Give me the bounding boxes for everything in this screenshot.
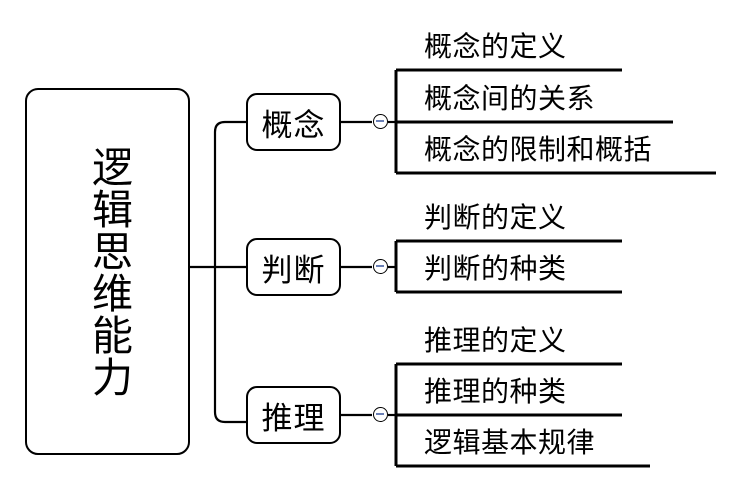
branch-node-concept[interactable]: 概念 <box>246 93 341 151</box>
leaf-node-1-1[interactable]: 概念的定义 <box>424 30 567 63</box>
leaf-node-1-2[interactable]: 概念间的关系 <box>424 82 596 115</box>
minus-icon <box>376 265 384 267</box>
branch-node-reasoning[interactable]: 推理 <box>246 386 341 444</box>
branch-node-judgment-label: 判断 <box>261 252 326 289</box>
leaf-node-3-2[interactable]: 推理的种类 <box>424 375 567 408</box>
branch-node-reasoning-label: 推理 <box>261 400 326 437</box>
root-node[interactable]: 逻辑思维能力 <box>25 88 190 455</box>
minus-icon <box>376 413 384 415</box>
branch-node-judgment[interactable]: 判断 <box>246 238 341 296</box>
leaf-node-3-3[interactable]: 逻辑基本规律 <box>424 426 596 459</box>
collapse-toggle-concept[interactable] <box>373 114 388 129</box>
collapse-toggle-judgment[interactable] <box>373 259 388 274</box>
root-node-label: 逻辑思维能力 <box>84 145 133 398</box>
minus-icon <box>376 120 384 122</box>
branch-node-concept-label: 概念 <box>261 107 326 144</box>
leaf-node-1-3[interactable]: 概念的限制和概括 <box>424 133 653 166</box>
leaf-node-3-1[interactable]: 推理的定义 <box>424 324 567 357</box>
leaf-node-2-2[interactable]: 判断的种类 <box>424 252 567 285</box>
leaf-node-2-1[interactable]: 判断的定义 <box>424 201 567 234</box>
collapse-toggle-reasoning[interactable] <box>373 407 388 422</box>
branch-spine <box>213 120 246 424</box>
